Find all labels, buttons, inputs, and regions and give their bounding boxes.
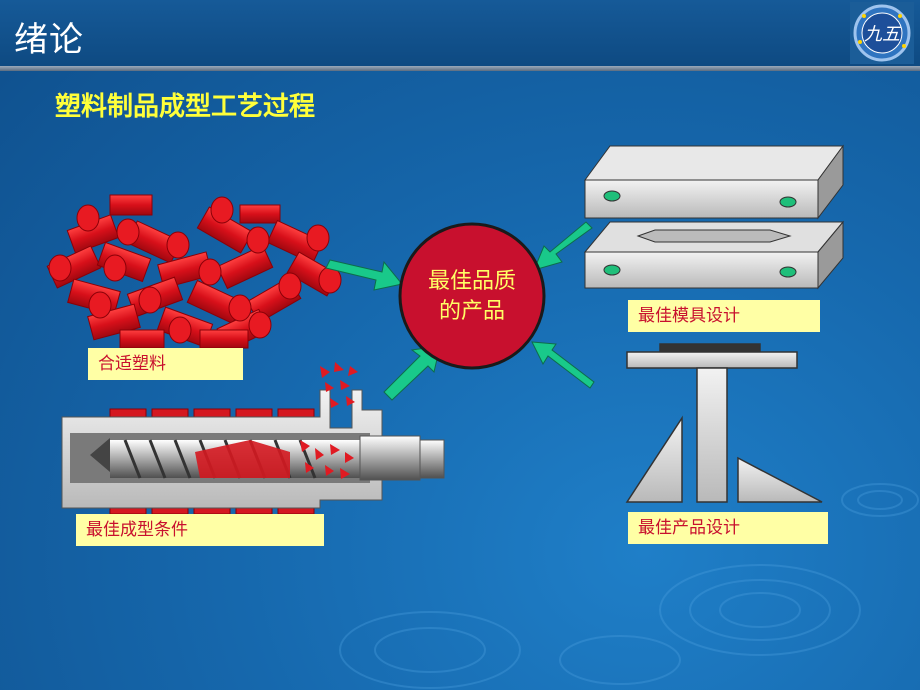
injection-machine (61, 362, 445, 515)
header-divider (0, 66, 920, 71)
label-plastic: 合适塑料 (88, 348, 243, 380)
label-mold: 最佳模具设计 (628, 300, 820, 332)
arrows (325, 221, 595, 401)
quality-circle (398, 222, 546, 370)
header-bar (0, 0, 920, 66)
mold-block (583, 144, 845, 290)
center-text: 最佳品质 的产品 (404, 267, 540, 327)
center-line-1: 最佳品质 (427, 269, 516, 294)
arrow-mold-icon (533, 221, 593, 271)
arrow-product-icon (531, 341, 595, 389)
logo-icon: 九五 (850, 2, 914, 64)
center-line-2: 的产品 (438, 299, 505, 324)
label-product: 最佳产品设计 (628, 512, 828, 544)
logo-text: 九五 (864, 24, 902, 45)
process-subtitle: 塑料制品成型工艺过程 (55, 92, 316, 122)
product-cross-section (625, 343, 823, 503)
arrow-plastic-icon (325, 259, 403, 291)
slide-title: 绪论 (14, 20, 84, 60)
label-molding: 最佳成型条件 (76, 514, 324, 546)
plastic-pellets (46, 194, 342, 352)
